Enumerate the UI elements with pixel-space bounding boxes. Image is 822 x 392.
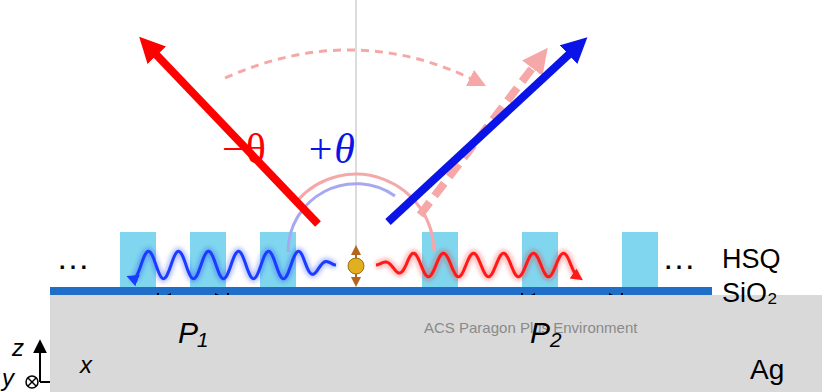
material-label: SiO₂ [722,280,778,307]
continuation-dots: … [662,240,696,274]
material-label: Ag [750,356,784,384]
axis-label: x [80,353,92,377]
angle-label: −θ [222,128,266,170]
beam-arrow [388,46,578,222]
axis-arrow [39,342,41,382]
angle-arc [298,174,434,252]
into-page-symbol [26,376,38,388]
surface-wave [376,253,578,277]
substrate-band: Ag [50,295,822,392]
axis-label: z [12,336,24,360]
sio2-layer [50,287,712,295]
wave-glow [376,253,578,277]
angle-label: +θ [306,128,355,170]
normal-line [355,0,357,252]
beam-arrow [148,46,318,224]
material-label: HSQ [722,246,781,273]
continuation-dots: … [56,240,90,274]
wave-glow [132,251,336,278]
hsq-blocks [120,232,658,287]
axis-label: y [2,366,14,390]
period-label: P₁ [178,318,207,348]
sweep-arrow [225,50,478,82]
surface-wave [132,251,336,278]
period-label: P₂ [530,318,561,348]
dipole-source [348,258,364,274]
